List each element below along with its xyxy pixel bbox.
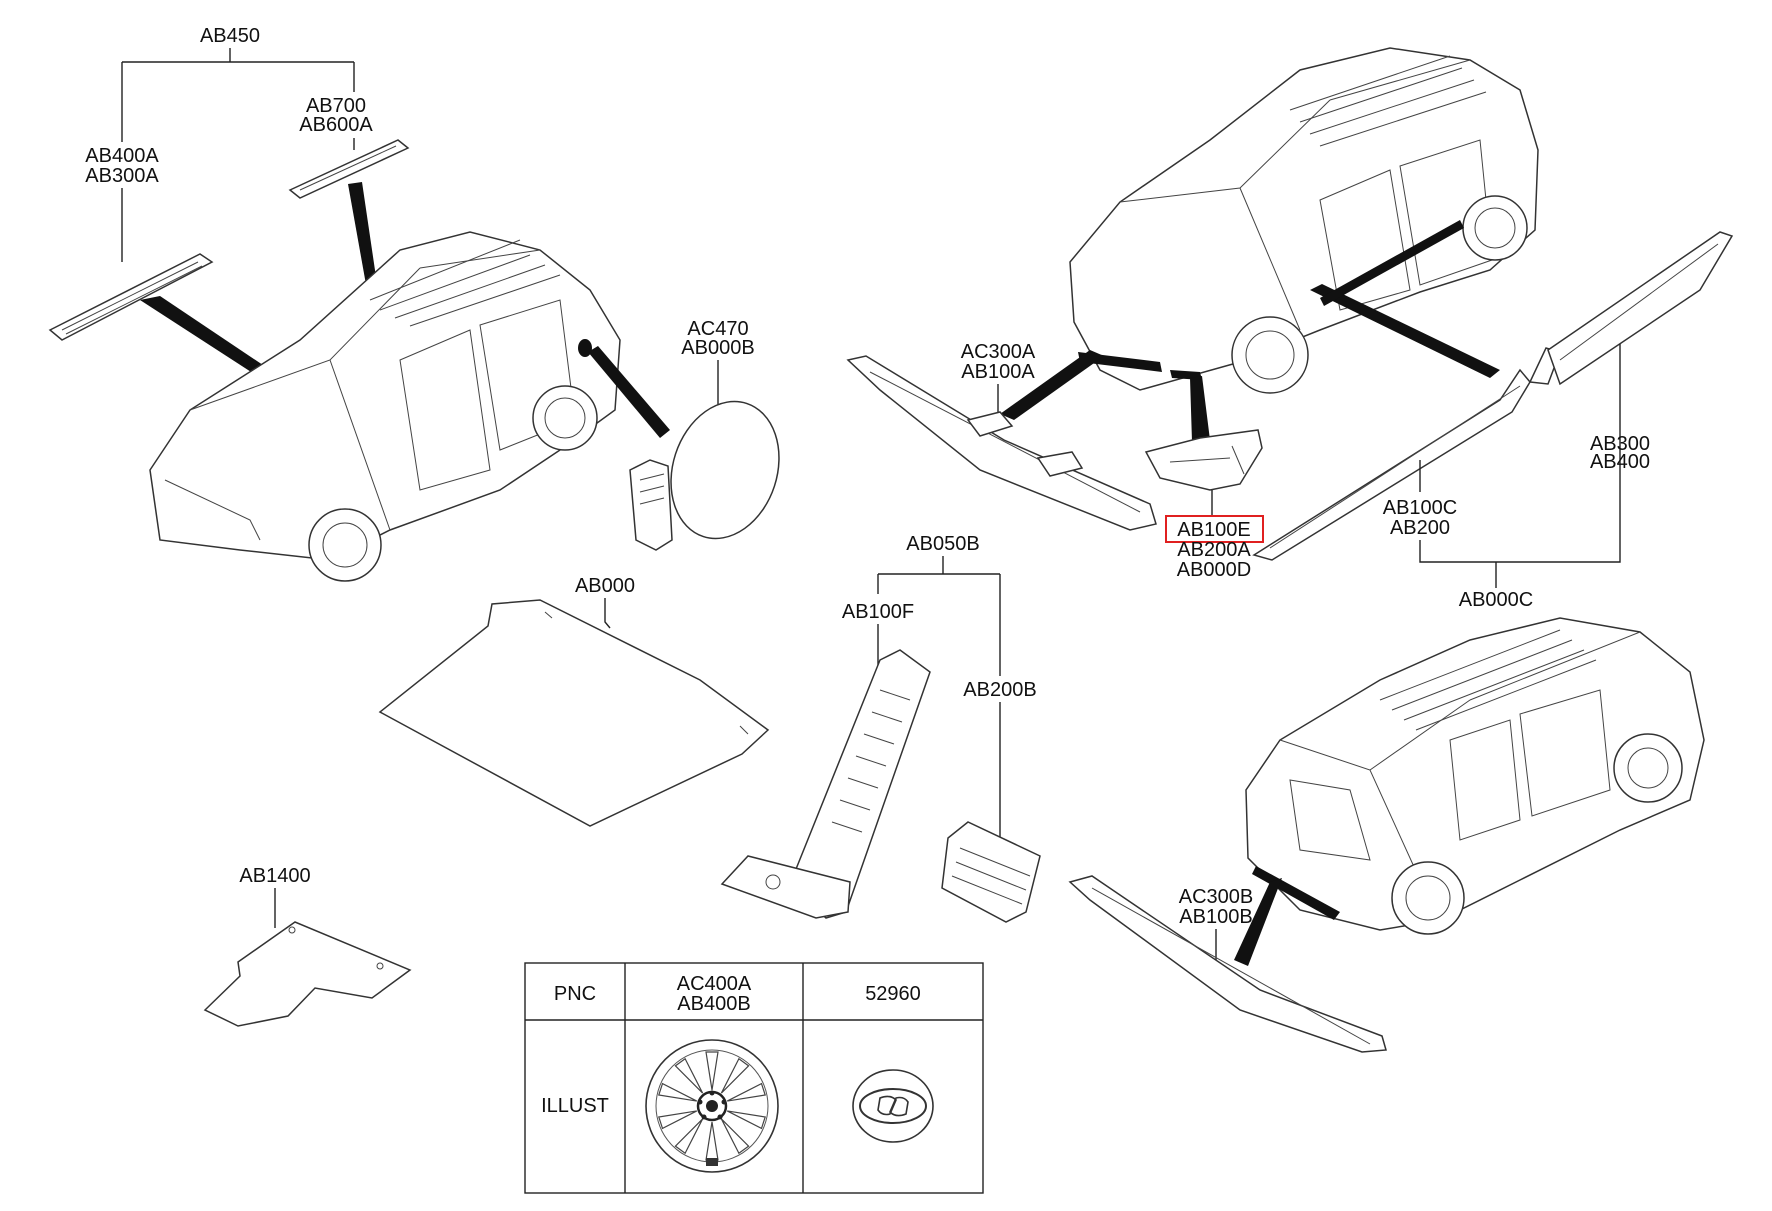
label-ac300b[interactable]: AC300B: [1179, 886, 1254, 908]
label-ab450[interactable]: AB450: [200, 25, 260, 47]
pedal-base: [720, 855, 851, 919]
label-ab100c[interactable]: AB100C: [1383, 497, 1458, 519]
label-ab100e[interactable]: AB100E: [1177, 519, 1250, 541]
front-bumper-garnish[interactable]: [846, 355, 1157, 531]
leader-ab050b: [877, 556, 1001, 676]
label-ab600a[interactable]: AB600A: [299, 114, 373, 136]
car-front-left: [149, 231, 670, 582]
wheel-icon: [308, 508, 382, 582]
leader-ab000: [604, 598, 611, 629]
wheel-icon: [532, 385, 598, 451]
table-grid: [525, 963, 983, 1193]
label-ab000b[interactable]: AB000B: [681, 337, 754, 359]
label-ab400a[interactable]: AB400A: [85, 145, 159, 167]
group-fuel-door: AC470 AB000B: [629, 318, 796, 552]
label-ac300a[interactable]: AC300A: [961, 341, 1036, 363]
group-ab100e: AB100E AB200A AB000D: [1144, 429, 1264, 581]
indicator-wedge: [1000, 350, 1104, 420]
label-ab700[interactable]: AB700: [306, 95, 366, 117]
emblem-icon[interactable]: [852, 1069, 934, 1143]
car-rear: [1234, 617, 1705, 966]
wheel-icon: [1462, 195, 1528, 261]
label-ab000c[interactable]: AB000C: [1459, 589, 1534, 611]
table-pnc-ab400b[interactable]: AB400B: [677, 993, 750, 1015]
wheel-icon: [1613, 733, 1683, 803]
label-ab100a[interactable]: AB100A: [961, 361, 1035, 383]
label-ab300[interactable]: AB300: [1590, 433, 1650, 455]
group-ac300b: AC300B AB100B: [1068, 875, 1387, 1053]
indicator-wedge: [1234, 878, 1282, 966]
label-ab100f[interactable]: AB100F: [842, 601, 914, 623]
table-header-pnc: PNC: [554, 983, 596, 1005]
label-ab050b[interactable]: AB050B: [906, 533, 979, 555]
table-row-illust: ILLUST: [541, 1095, 609, 1117]
wheel-icon: [1391, 861, 1465, 935]
highlight-box: [1165, 515, 1264, 543]
label-ab000d[interactable]: AB000D: [1177, 559, 1252, 581]
label-ab300a[interactable]: AB300A: [85, 165, 159, 187]
group-side-moldings: AB100C AB200 AB300 AB400 AB000C: [1252, 231, 1734, 611]
label-ac470[interactable]: AC470: [687, 318, 748, 340]
label-ab200a[interactable]: AB200A: [1177, 539, 1251, 561]
pnc-table: PNC AC400A AB400B 52960 ILLUST: [524, 962, 984, 1194]
label-ab200b[interactable]: AB200B: [963, 679, 1036, 701]
label-ab400[interactable]: AB400: [1590, 451, 1650, 473]
fuel-door-marker: [578, 339, 592, 357]
car-front-right: [1000, 47, 1539, 442]
group-ac300a: AC300A AB100A: [846, 341, 1157, 531]
label-ab000[interactable]: AB000: [575, 575, 635, 597]
indicator-wedge: [1310, 284, 1500, 378]
indicator-wedge: [1190, 376, 1210, 442]
table-pnc-52960[interactable]: 52960: [865, 983, 921, 1005]
fuel-door-housing[interactable]: [629, 459, 673, 551]
group-ab000: AB000: [378, 575, 770, 827]
label-ab100b[interactable]: AB100B: [1179, 906, 1252, 928]
group-ab050b: AB050B AB100F AB200B: [720, 533, 1041, 923]
leader-ab000c: [1419, 344, 1621, 563]
fuel-filler-door[interactable]: [654, 387, 796, 552]
label-ab1400[interactable]: AB1400: [239, 865, 310, 887]
table-pnc-ac400a[interactable]: AC400A: [677, 973, 752, 995]
side-molding-ab300[interactable]: [1547, 231, 1734, 386]
wheel-cover-icon[interactable]: [645, 1039, 779, 1173]
floor-mat-ab1400[interactable]: [203, 921, 412, 1027]
leader-ab450: [121, 48, 355, 142]
group-ab1400: AB1400: [203, 865, 412, 1027]
wheel-icon: [1231, 316, 1309, 394]
brake-pedal-pad[interactable]: [941, 821, 1041, 923]
luggage-mat[interactable]: [378, 599, 770, 827]
rear-window: [1289, 779, 1371, 861]
label-ab200[interactable]: AB200: [1390, 517, 1450, 539]
